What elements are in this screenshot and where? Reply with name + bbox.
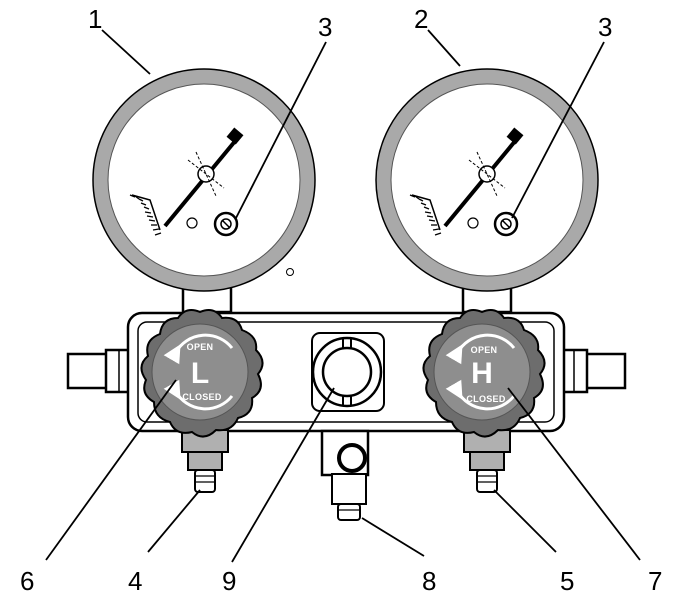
leader-8 [361,517,425,557]
leader-3-right [511,41,605,219]
low-valve-knob[interactable]: OPEN L CLOSED [140,309,264,438]
low-gauge-needle [163,127,244,228]
high-gauge-needle [443,127,524,228]
leader-5 [493,489,557,553]
label-1: 1 [88,4,102,34]
high-knob-letter: H [471,357,493,390]
label-3-left: 3 [318,12,332,42]
low-pressure-gauge [92,68,316,314]
low-gauge-adjust-screw[interactable] [213,211,239,237]
high-pressure-gauge [375,68,599,314]
high-gauge-adjust-screw[interactable] [493,211,519,237]
leader-4 [147,489,201,553]
leader-6 [45,379,177,561]
leader-7 [507,387,641,561]
label-2: 2 [414,4,428,34]
leader-lines [45,29,641,563]
low-gauge-scale [129,194,162,236]
low-knob-letter: L [191,357,209,390]
label-8: 8 [422,566,436,596]
small-dot [286,268,294,276]
label-7: 7 [648,566,662,596]
label-9: 9 [222,566,236,596]
low-side-port [181,429,229,493]
callout-numbers: 1 2 3 3 6 4 9 8 5 7 [20,4,662,596]
leader-1 [101,29,151,75]
low-knob-closed-text: CLOSED [182,392,222,402]
right-side-connector [559,348,627,394]
leader-3-left [235,41,327,219]
high-side-port [463,429,511,493]
low-knob-open-text: OPEN [187,342,214,352]
left-side-connector [66,348,134,394]
label-5: 5 [560,566,574,596]
label-6: 6 [20,566,34,596]
high-valve-knob[interactable]: OPEN H CLOSED [422,309,546,438]
service-port [320,429,370,521]
low-gauge-pin [186,217,198,229]
leader-2 [427,29,461,67]
high-gauge-pin [467,217,479,229]
label-3-right: 3 [598,12,612,42]
high-knob-open-text: OPEN [471,345,498,355]
sight-glass [311,332,385,412]
label-4: 4 [128,566,142,596]
leader-9 [231,387,335,563]
high-gauge-scale [409,194,442,236]
high-knob-closed-text: CLOSED [466,394,506,404]
